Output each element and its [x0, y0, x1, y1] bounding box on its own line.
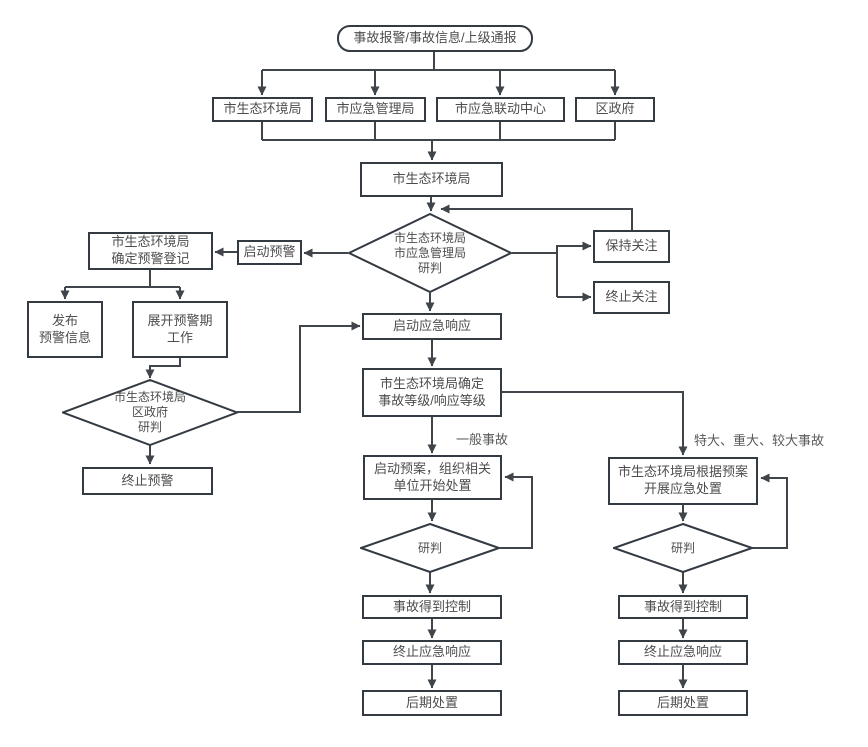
- node-stop-response-major[interactable]: 终止应急响应: [618, 640, 748, 665]
- node-warning-period-work[interactable]: 展开预警期 工作: [132, 301, 228, 358]
- edge-label-general-accident: 一般事故: [456, 432, 509, 447]
- node-start[interactable]: 事故报警/事故信息/上级通报: [337, 25, 533, 52]
- node-confirm-warning[interactable]: 市生态环境局 确定预警登记: [88, 232, 213, 270]
- node-emergency-link-center[interactable]: 市应急联动中心: [436, 97, 565, 122]
- node-determine-level[interactable]: 市生态环境局确定 事故等级/响应等级: [362, 368, 502, 417]
- node-start-warning[interactable]: 启动预警: [237, 240, 302, 265]
- node-start-response[interactable]: 启动应急响应: [362, 313, 502, 340]
- node-judge-major-label: 研判: [670, 540, 695, 555]
- diamond-shape: [360, 523, 500, 573]
- node-judge-top-label: 市生态环境局 市应急管理局 研判: [393, 230, 466, 275]
- node-post-disposal-major[interactable]: 后期处置: [618, 690, 748, 716]
- node-stop-warning[interactable]: 终止预警: [82, 467, 213, 495]
- node-publish-warning-info[interactable]: 发布 预警信息: [27, 301, 103, 358]
- node-env-bureau-top[interactable]: 市生态环境局: [212, 97, 313, 122]
- node-keep-watch[interactable]: 保持关注: [593, 230, 670, 263]
- diamond-shape: [62, 379, 238, 446]
- node-judge-warning[interactable]: 市生态环境局 区政府 研判: [62, 379, 238, 446]
- node-judge-general-label: 研判: [417, 540, 442, 555]
- connector-lines: [60, 52, 788, 689]
- node-bureau-plan-handle[interactable]: 市生态环境局根据预案 开展应急处置: [608, 457, 758, 505]
- node-judge-general[interactable]: 研判: [360, 523, 500, 573]
- node-emergency-mgmt-bureau[interactable]: 市应急管理局: [325, 97, 426, 122]
- diamond-shape: [348, 213, 512, 293]
- node-env-bureau-main[interactable]: 市生态环境局: [360, 162, 503, 197]
- node-judge-top[interactable]: 市生态环境局 市应急管理局 研判: [348, 213, 512, 293]
- node-post-disposal-general[interactable]: 后期处置: [362, 690, 502, 716]
- edge-label-major-accident: 特大、重大、较大事故: [694, 433, 825, 448]
- node-district-gov[interactable]: 区政府: [575, 97, 655, 122]
- node-controlled-major[interactable]: 事故得到控制: [618, 595, 748, 619]
- node-controlled-general[interactable]: 事故得到控制: [362, 595, 502, 619]
- node-stop-watch[interactable]: 终止关注: [593, 281, 670, 314]
- node-judge-warning-label: 市生态环境局 区政府 研判: [113, 390, 186, 434]
- diamond-shape: [613, 523, 753, 573]
- node-stop-response-general[interactable]: 终止应急响应: [362, 640, 502, 665]
- node-judge-major[interactable]: 研判: [613, 523, 753, 573]
- node-start-plan[interactable]: 启动预案，组织相关 单位开始处置: [363, 455, 502, 500]
